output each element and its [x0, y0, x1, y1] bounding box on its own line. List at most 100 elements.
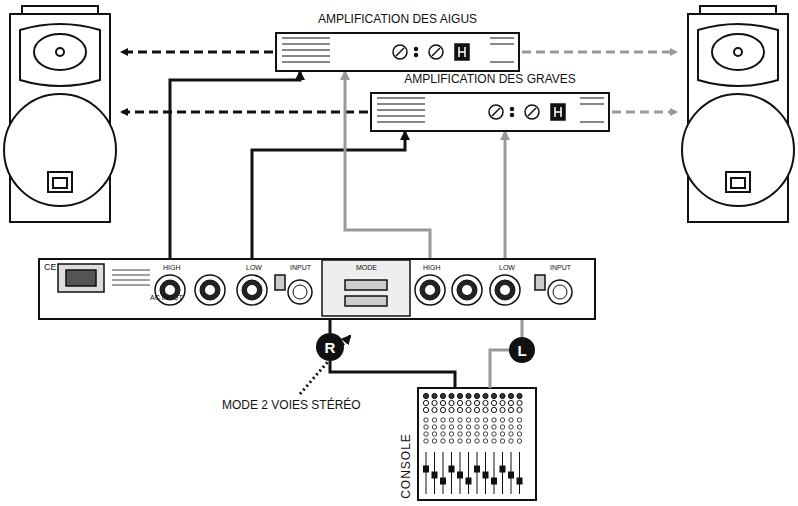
console-knob — [449, 432, 453, 436]
console-knob — [517, 418, 521, 422]
console-knob — [483, 439, 487, 443]
console-knob — [500, 425, 504, 429]
console-knob — [440, 400, 445, 405]
console-fader — [466, 478, 471, 484]
console-knob — [440, 393, 445, 398]
panel-text: LOW — [246, 264, 262, 271]
console-knob — [466, 425, 470, 429]
console-body — [418, 388, 536, 500]
console-fader — [517, 478, 522, 484]
callout-circle: L — [509, 337, 535, 363]
xlr-socket — [420, 280, 440, 300]
xlr-connectors — [155, 275, 572, 305]
console-fader — [424, 466, 429, 472]
mode-note: MODE 2 VOIES STÉRÉO — [222, 398, 361, 412]
console-knob — [509, 425, 513, 429]
console-knob — [509, 432, 513, 436]
console-knob — [483, 407, 488, 412]
console-fader — [432, 472, 437, 478]
panel-text: MODE — [356, 264, 377, 271]
callout-letter: R — [325, 339, 336, 356]
crossover-panel — [58, 260, 545, 316]
callout-letter: L — [517, 342, 526, 359]
callout-circle: R — [316, 333, 344, 361]
console-fader — [492, 478, 497, 484]
panel-text: AC INPUT — [150, 294, 183, 301]
console-fader — [443, 452, 444, 494]
console-knob — [491, 407, 496, 412]
panel-text: HIGH — [163, 264, 181, 271]
signal-cable — [330, 361, 455, 388]
xlr-socket — [237, 275, 267, 305]
signal-cable — [170, 72, 300, 258]
console-knob — [424, 425, 428, 429]
console-knob — [483, 400, 488, 405]
console-fader — [451, 452, 452, 494]
console-knob — [440, 407, 445, 412]
console-knob — [492, 425, 496, 429]
console-knob — [508, 393, 513, 398]
console-knob — [483, 418, 487, 422]
xlr-socket — [462, 285, 472, 295]
console-knob — [449, 393, 454, 398]
console-knob — [509, 439, 513, 443]
xlr-socket — [200, 280, 220, 300]
console-knob — [508, 400, 513, 405]
console-knob — [457, 407, 462, 412]
xlr-socket — [425, 285, 435, 295]
console-fader — [477, 452, 478, 494]
console-knob — [466, 418, 470, 422]
console-knob — [474, 400, 479, 405]
speaker-cable — [122, 52, 676, 112]
console-knob — [491, 393, 496, 398]
console-knob — [449, 418, 453, 422]
console-fader — [494, 452, 495, 494]
console-knob — [441, 439, 445, 443]
console-knob — [449, 407, 454, 412]
console-knob — [475, 425, 479, 429]
signal-cable — [490, 350, 509, 388]
console-box: CONSOLE — [418, 388, 536, 500]
console-knob — [517, 432, 521, 436]
console-knob — [424, 432, 428, 436]
signal-cable — [252, 132, 405, 258]
console-fader — [483, 472, 488, 478]
console-knob — [458, 432, 462, 436]
console-knob — [500, 439, 504, 443]
console-fader — [500, 466, 505, 472]
console-knob — [491, 400, 496, 405]
xlr-input — [288, 280, 312, 304]
xlr-socket — [165, 285, 175, 295]
console-knob — [432, 439, 436, 443]
amplifier-title: AMPLIFICATION DES AIGUS — [318, 12, 477, 26]
console-fader — [502, 452, 503, 494]
console-fader — [458, 472, 463, 478]
console-knob — [432, 407, 437, 412]
console-knob — [423, 407, 428, 412]
xlr-socket — [247, 285, 257, 295]
console-knob — [475, 439, 479, 443]
console-knob — [492, 432, 496, 436]
console-knob — [483, 432, 487, 436]
console-knob — [458, 439, 462, 443]
signal-cable — [504, 132, 507, 258]
amplifier-title: AMPLIFICATION DES GRAVES — [404, 72, 576, 86]
panel-text: CE — [44, 262, 57, 272]
console-knob — [424, 439, 428, 443]
console-fader — [468, 452, 469, 494]
console-knob — [457, 400, 462, 405]
console-knob — [500, 407, 505, 412]
console-knob — [458, 418, 462, 422]
console-knob — [449, 400, 454, 405]
xlr-socket — [195, 275, 225, 305]
console-knob — [517, 400, 522, 405]
console-knob — [517, 407, 522, 412]
console-knob — [483, 393, 488, 398]
console-knob — [500, 400, 505, 405]
panel-text: INPUT — [290, 264, 311, 271]
console-knob — [466, 393, 471, 398]
console-knob — [458, 425, 462, 429]
console-knob — [475, 418, 479, 422]
mixing-console — [418, 388, 536, 500]
